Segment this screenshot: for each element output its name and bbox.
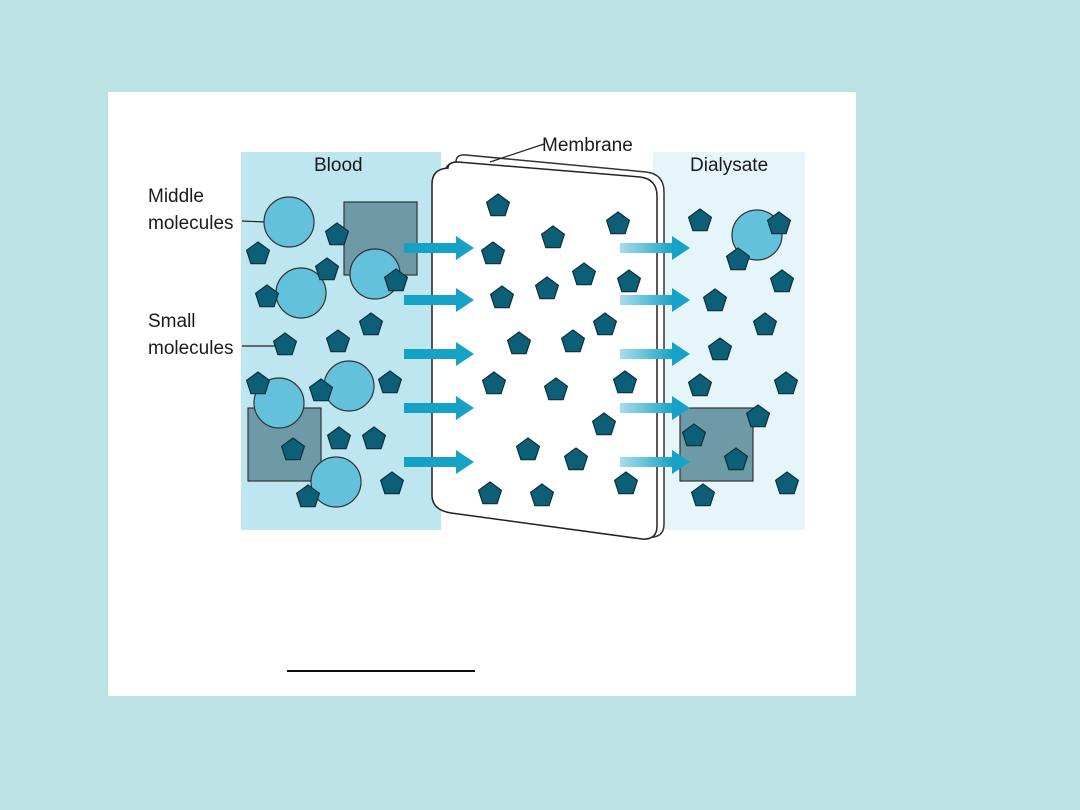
membrane-leader-line	[489, 143, 545, 163]
diffusion-arrow	[620, 288, 690, 312]
small-molecules-label-line1: Small	[148, 311, 196, 332]
diffusion-arrow	[620, 342, 690, 366]
diagram-panel: Blood Dialysate Membrane Middle molecule…	[108, 92, 856, 696]
diffusion-arrow	[404, 288, 474, 312]
diffusion-arrows-into-membrane	[404, 236, 474, 474]
decorative-underline	[287, 670, 475, 672]
middle-molecules-label-line1: Middle	[148, 186, 204, 207]
diffusion-arrow	[620, 450, 690, 474]
small-molecules-label-line2: molecules	[148, 338, 234, 359]
middle-molecule-circle	[263, 196, 315, 248]
diffusion-arrow	[620, 396, 690, 420]
diffusion-arrow	[404, 342, 474, 366]
diffusion-arrows-into-dialysate	[620, 236, 690, 474]
blood-label: Blood	[314, 155, 363, 176]
diffusion-arrow	[404, 450, 474, 474]
middle-molecules-leader-line	[241, 220, 267, 223]
dialysis-diagram: Blood Dialysate Membrane Middle molecule…	[148, 135, 805, 540]
membrane-label: Membrane	[542, 135, 633, 156]
diffusion-arrow	[404, 396, 474, 420]
middle-molecules-label-line2: molecules	[148, 213, 234, 234]
diffusion-arrow	[404, 236, 474, 260]
diffusion-arrow	[620, 236, 690, 260]
dialysate-label: Dialysate	[690, 155, 768, 176]
middle-molecule-circle	[310, 456, 362, 508]
